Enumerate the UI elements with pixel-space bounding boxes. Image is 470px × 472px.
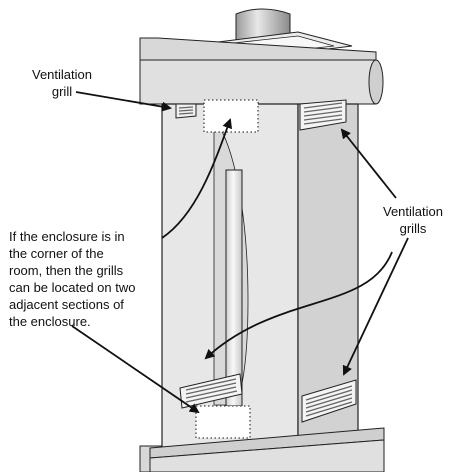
ventilation-grill-label: Ventilation grill: [32, 67, 92, 99]
callout-arrows: [71, 91, 409, 414]
arrow-to-grill-top-right: [340, 128, 397, 199]
arrow-to-grill-top-left: [75, 91, 172, 112]
ceiling-beam: [139, 37, 384, 105]
grill-top-left: [175, 103, 197, 119]
ventilation-grills-label: Ventilation grills: [383, 204, 443, 236]
arrow-to-grill-bottom-front: [204, 251, 393, 360]
corner-note-label: If the enclosure is in the corner of the…: [9, 229, 136, 329]
dotted-panel-bottom: [195, 405, 251, 439]
grill-bottom-front: [179, 373, 243, 409]
grill-bottom-side: [301, 379, 357, 423]
arrow-to-dotted-panel-top: [161, 118, 233, 239]
grill-top-right: [299, 99, 347, 131]
arrow-to-dotted-panel-bottom: [71, 325, 200, 414]
floor-block: [139, 427, 385, 472]
dotted-panel-top: [203, 99, 259, 133]
arrow-to-grill-bottom-side: [342, 237, 409, 376]
